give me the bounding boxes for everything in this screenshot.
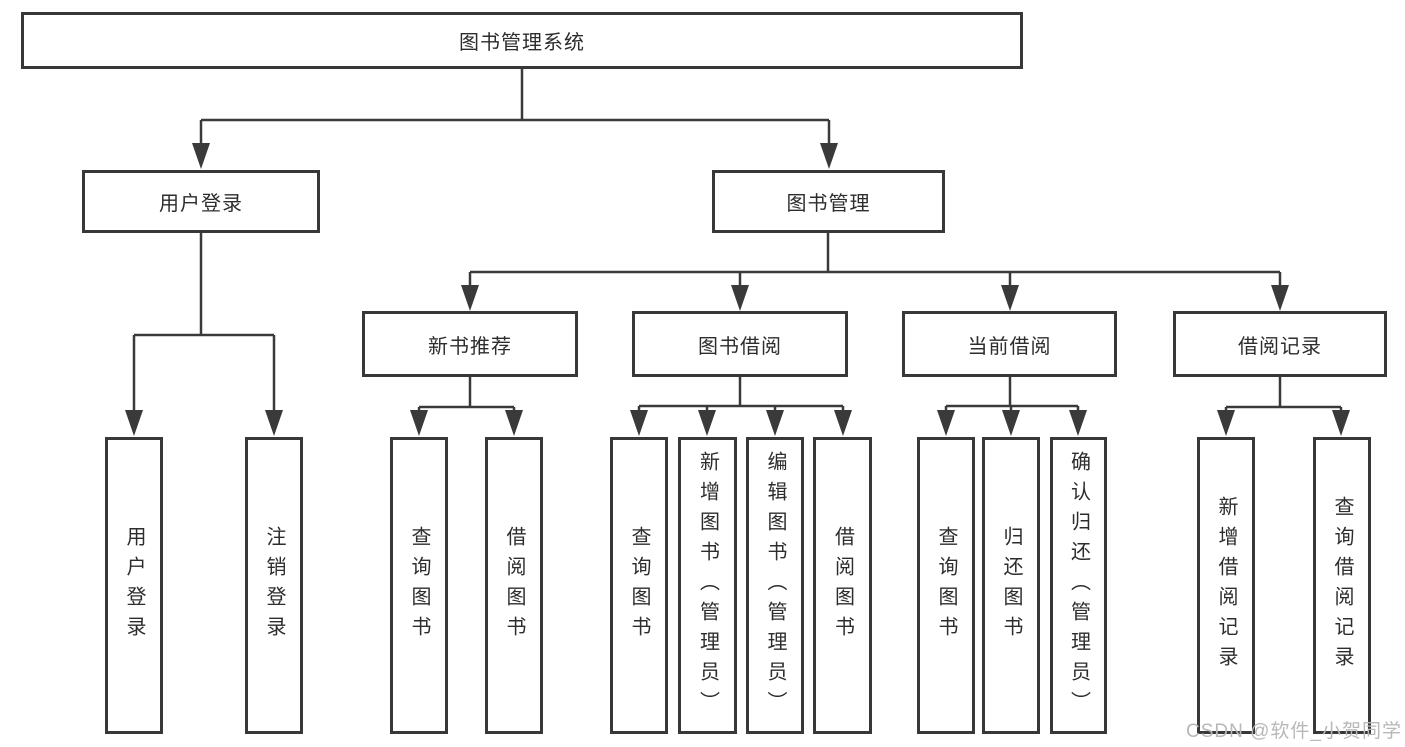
node-label: 归还图书 bbox=[1000, 525, 1022, 646]
leaf-bb-query-books: 查询图书 bbox=[610, 437, 668, 734]
node-label: 新增图书（管理员） bbox=[696, 450, 719, 721]
node-current-borrowing: 当前借阅 bbox=[902, 311, 1117, 377]
leaf-bb-edit-books-admin: 编辑图书（管理员） bbox=[746, 437, 804, 734]
node-label: 新书推荐 bbox=[428, 335, 512, 358]
node-borrowing-records: 借阅记录 bbox=[1173, 311, 1387, 377]
node-label: 用户登录 bbox=[159, 193, 243, 215]
node-label: 借阅图书 bbox=[503, 525, 525, 646]
node-label: 查询图书 bbox=[408, 525, 430, 646]
node-label: 新增借阅记录 bbox=[1215, 495, 1237, 676]
node-user-login: 用户登录 bbox=[82, 170, 320, 233]
leaf-user-login: 用户登录 bbox=[105, 437, 163, 734]
node-label: 编辑图书（管理员） bbox=[764, 450, 786, 721]
leaf-bb-borrow-books: 借阅图书 bbox=[813, 437, 872, 734]
connector-paths bbox=[132, 69, 1343, 418]
node-label: 查询图书 bbox=[628, 525, 650, 646]
watermark: CSDN @软件_小贺同学 bbox=[1186, 721, 1402, 742]
node-library-management-system: 图书管理系统 bbox=[21, 12, 1023, 69]
leaf-nb-borrow-books: 借阅图书 bbox=[485, 437, 543, 734]
leaf-cb-return-books: 归还图书 bbox=[982, 437, 1040, 734]
node-label: 图书管理系统 bbox=[459, 32, 585, 54]
node-book-borrowing: 图书借阅 bbox=[632, 311, 848, 377]
node-new-book-recommend: 新书推荐 bbox=[362, 311, 578, 377]
node-label: 查询图书 bbox=[935, 525, 957, 646]
leaf-logout: 注销登录 bbox=[245, 437, 303, 734]
leaf-br-add-record: 新增借阅记录 bbox=[1197, 437, 1255, 734]
node-label: 注销登录 bbox=[263, 525, 285, 646]
node-book-management: 图书管理 bbox=[712, 170, 945, 233]
leaf-cb-query-books: 查询图书 bbox=[917, 437, 975, 734]
node-label: 借阅记录 bbox=[1238, 335, 1322, 358]
node-label: 查询借阅记录 bbox=[1331, 495, 1353, 676]
leaf-bb-add-books-admin: 新增图书（管理员） bbox=[678, 437, 737, 734]
arrowheads bbox=[125, 143, 1350, 436]
node-label: 用户登录 bbox=[123, 525, 145, 646]
leaf-br-query-record: 查询借阅记录 bbox=[1313, 437, 1371, 734]
leaf-nb-query-books: 查询图书 bbox=[390, 437, 448, 734]
node-label: 确认归还（管理员） bbox=[1067, 450, 1090, 721]
node-label: 借阅图书 bbox=[831, 525, 854, 646]
node-label: 图书管理 bbox=[786, 193, 871, 215]
leaf-cb-confirm-return-admin: 确认归还（管理员） bbox=[1050, 437, 1107, 734]
node-label: 图书借阅 bbox=[698, 335, 782, 358]
node-label: 当前借阅 bbox=[967, 335, 1052, 358]
